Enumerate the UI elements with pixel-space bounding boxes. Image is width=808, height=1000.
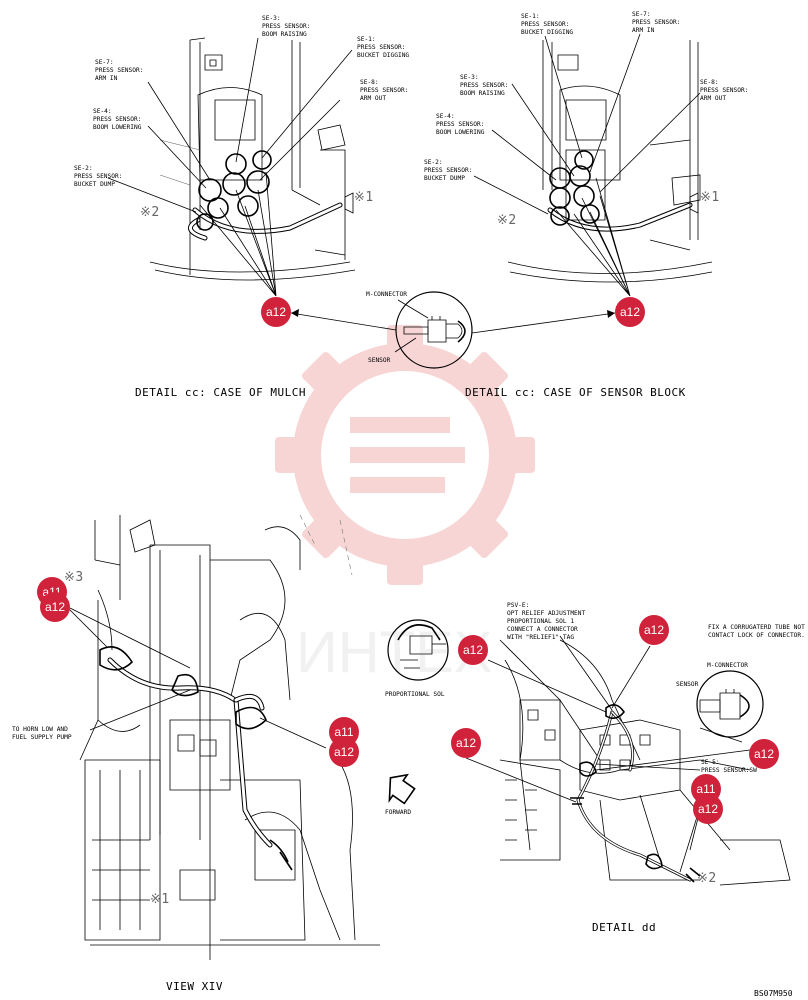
mark-x1-bl: ※1 <box>150 892 170 907</box>
se5-label-2: PRESS SENSOR:SW <box>701 767 757 774</box>
se8-tl-label-2: PRESS SENSOR: <box>360 87 408 94</box>
callout-a12-tl: a12 <box>261 297 291 327</box>
callout-a12-dd-bottom-text: a12 <box>698 802 718 816</box>
dd-sensor-label: SENSOR <box>676 681 699 688</box>
forward-indicator: FORWARD <box>385 773 416 816</box>
se2-tr-label-3: BUCKET DUMP <box>424 175 465 182</box>
se3-tl-label-2: PRESS SENSOR: <box>262 23 310 30</box>
se4-tr-label-3: BOOM LOWERING <box>436 129 485 136</box>
se3-tl-label-1: SE-3: <box>262 15 281 22</box>
se4-tl-label-2: PRESS SENSOR: <box>93 116 141 123</box>
inset-sensor-label: SENSOR <box>368 357 391 364</box>
mark-x1-tr: ※1 <box>700 190 720 205</box>
se7-tl-label-2: PRESS SENSOR: <box>95 67 143 74</box>
se8-tl-label-3: ARM OUT <box>360 95 386 102</box>
callout-a11-dd-text: a11 <box>696 782 715 796</box>
se1-tl-label-2: PRESS SENSOR: <box>357 44 405 51</box>
se1-tr-label-2: PRESS SENSOR: <box>521 21 569 28</box>
se2-tl-label-3: BUCKET DUMP <box>74 181 115 188</box>
mark-x2-dd: ※2 <box>697 871 717 886</box>
callout-a12-tr-text: a12 <box>620 305 640 319</box>
se4-tr-label-2: PRESS SENSOR: <box>436 121 484 128</box>
psv-label-5: WITH "RELIEF1" TAG <box>507 634 574 641</box>
callout-a12-tl-text: a12 <box>266 305 286 319</box>
se4-tl-label-3: BOOM LOWERING <box>93 124 142 131</box>
callout-a12-dd-bottom: a12 <box>693 794 723 824</box>
forward-label: FORWARD <box>385 809 411 816</box>
se8-tl-label-1: SE-8: <box>360 79 379 86</box>
callout-a12-tr: a12 <box>615 297 645 327</box>
se3-tr-label-1: SE-3: <box>460 74 479 81</box>
callout-a12-bl-right-text: a12 <box>334 745 354 759</box>
psv-label-4: CONNECT A CONNECTOR <box>507 626 578 633</box>
se4-tr-label-1: SE-4: <box>436 113 455 120</box>
se3-tl-label-3: BOOM RAISING <box>262 31 307 38</box>
fix-label-1: FIX A CORRUGATERD TUBE NOT <box>708 624 805 631</box>
psv-label-2: OPT RELIEF ADJUSTMENT <box>507 610 586 617</box>
callout-a11-bl-right-text: a11 <box>334 725 353 739</box>
se2-tr-label-1: SE-2: <box>424 159 443 166</box>
se2-tr-label-2: PRESS SENSOR: <box>424 167 472 174</box>
mark-x3-bl: ※3 <box>64 570 84 585</box>
se8-tr-label-3: ARM OUT <box>700 95 726 102</box>
drawing-code: BS07M950 <box>754 989 793 998</box>
callout-a12-dd-left: a12 <box>451 728 481 758</box>
se2-tl-label-1: SE-2: <box>74 165 93 172</box>
dd-m-connector-label: M-CONNECTOR <box>707 662 748 669</box>
se7-tr-label-1: SE-7: <box>632 11 651 18</box>
callout-a12-dd-right: a12 <box>749 739 779 769</box>
connector-inset: M-CONNECTOR SENSOR <box>290 291 616 369</box>
se1-tr-label-3: BUCKET DIGGING <box>521 29 573 36</box>
callout-a12-dd-top-text: a12 <box>644 623 664 637</box>
inset-m-connector-label: M-CONNECTOR <box>366 291 407 298</box>
fix-label-2: CONTACT LOCK OF CONNECTOR. <box>708 632 805 639</box>
mark-x1-tl: ※1 <box>354 190 374 205</box>
se1-tl-label-1: SE-1: <box>357 36 376 43</box>
caption-detail-cc-sensor-block: DETAIL cc: CASE OF SENSOR BLOCK <box>465 386 686 399</box>
horn-label-1: TO HORN LOW AND <box>12 726 68 733</box>
se7-tl-label-1: SE-7: <box>95 59 114 66</box>
callout-a12-dd-psv-text: a12 <box>463 643 483 657</box>
se3-tr-label-2: PRESS SENSOR: <box>460 82 508 89</box>
se2-tl-label-2: PRESS SENSOR: <box>74 173 122 180</box>
proportional-sol-inset: PROPORTIONAL SOL <box>385 619 449 698</box>
se7-tr-label-3: ARM IN <box>632 27 655 34</box>
mark-x2-tr: ※2 <box>497 213 517 228</box>
se5-label-1: SE-5: <box>701 759 720 766</box>
se8-tr-label-1: SE-8: <box>700 79 719 86</box>
psv-label-3: PROPORTIONAL SOL 1 <box>507 618 574 625</box>
view-xiv: ※3 ※1 TO HORN LOW AND FUEL SUPPLY PUMP a… <box>12 514 380 993</box>
se1-tl-label-3: BUCKET DIGGING <box>357 52 409 59</box>
se7-tl-label-3: ARM IN <box>95 75 118 82</box>
se7-tr-label-2: PRESS SENSOR: <box>632 19 680 26</box>
caption-view-xiv: VIEW XIV <box>166 980 223 993</box>
detail-cc-mulch: SE-3: PRESS SENSOR: BOOM RAISING SE-1: P… <box>74 15 409 399</box>
caption-detail-dd: DETAIL dd <box>592 921 656 934</box>
callout-a12-dd-psv: a12 <box>458 635 488 665</box>
detail-dd: PSV-E: OPT RELIEF ADJUSTMENT PROPORTIONA… <box>451 602 805 934</box>
mark-x2-tl: ※2 <box>140 205 160 220</box>
se8-tr-label-2: PRESS SENSOR: <box>700 87 748 94</box>
psv-label-1: PSV-E: <box>507 602 529 609</box>
detail-cc-sensor-block: SE-1: PRESS SENSOR: BUCKET DIGGING SE-7:… <box>424 11 748 399</box>
callout-a12-bl: a12 <box>40 592 70 622</box>
se3-tr-label-3: BOOM RAISING <box>460 90 505 97</box>
callout-a12-bl-text: a12 <box>45 600 65 614</box>
horn-label-2: FUEL SUPPLY PUMP <box>12 734 72 741</box>
callout-a12-dd-left-text: a12 <box>456 736 476 750</box>
callout-a12-bl-right: a12 <box>329 737 359 767</box>
caption-detail-cc-mulch: DETAIL cc: CASE OF MULCH <box>135 386 306 399</box>
callout-a12-dd-top: a12 <box>639 615 669 645</box>
se1-tr-label-1: SE-1: <box>521 13 540 20</box>
callout-a12-dd-right-text: a12 <box>754 747 774 761</box>
proportional-sol-label: PROPORTIONAL SOL <box>385 691 445 698</box>
se4-tl-label-1: SE-4: <box>93 108 112 115</box>
